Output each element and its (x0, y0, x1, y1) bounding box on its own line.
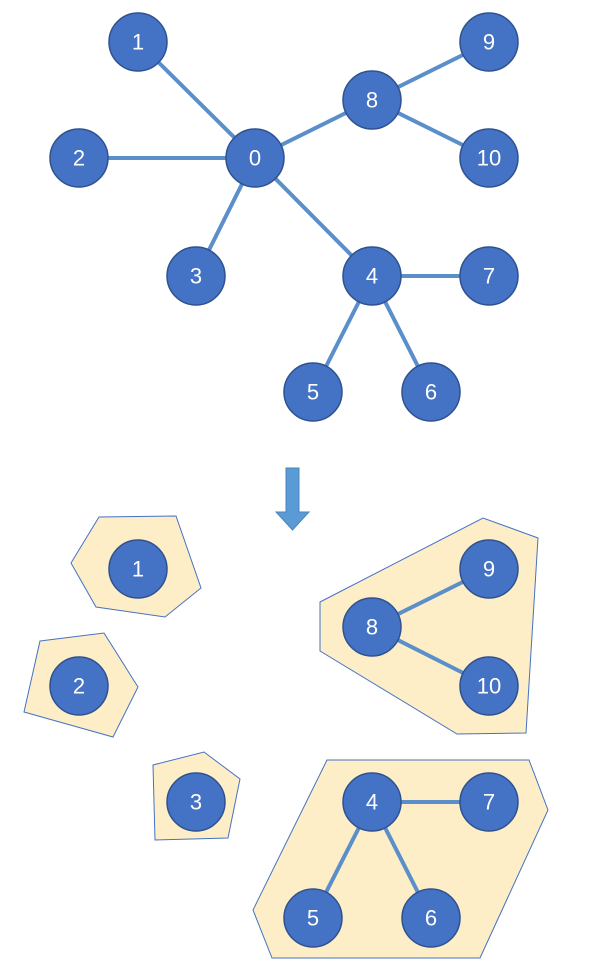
node-2: 2 (49, 656, 109, 716)
cluster-8-9-10: 8 9 10 (319, 517, 539, 735)
node-5: 5 (283, 362, 343, 422)
node-label: 9 (483, 30, 495, 55)
node-7: 7 (459, 772, 519, 832)
node-6: 6 (401, 362, 461, 422)
node-label: 9 (483, 557, 495, 582)
top-graph: 0 1 2 3 4 5 6 7 8 9 10 (49, 12, 519, 422)
node-label: 6 (425, 380, 437, 405)
node-label: 3 (190, 790, 202, 815)
node-label: 7 (483, 264, 495, 289)
node-label: 3 (190, 264, 202, 289)
node-4: 4 (342, 246, 402, 306)
node-label: 8 (366, 88, 378, 113)
node-0: 0 (225, 128, 285, 188)
node-label: 10 (477, 146, 501, 171)
node-label: 6 (425, 906, 437, 931)
node-label: 2 (73, 674, 85, 699)
node-9: 9 (459, 12, 519, 72)
bottom-clusters: 1 2 3 8 9 10 4 7 5 (23, 515, 549, 959)
node-label: 1 (132, 557, 144, 582)
node-label: 5 (307, 380, 319, 405)
top-nodes: 0 1 2 3 4 5 6 7 8 9 10 (49, 12, 519, 422)
node-label: 4 (366, 264, 378, 289)
node-label: 5 (307, 906, 319, 931)
node-4: 4 (342, 772, 402, 832)
node-8: 8 (342, 70, 402, 130)
cluster-1: 1 (70, 515, 202, 618)
node-label: 2 (73, 146, 85, 171)
node-label: 8 (366, 615, 378, 640)
node-3: 3 (166, 246, 226, 306)
node-1: 1 (108, 12, 168, 72)
cluster-4-5-6-7: 4 7 5 6 (252, 759, 549, 959)
node-10: 10 (459, 656, 519, 716)
node-3: 3 (166, 772, 226, 832)
node-label: 4 (366, 790, 378, 815)
cluster-3: 3 (152, 751, 241, 841)
node-6: 6 (401, 888, 461, 948)
node-5: 5 (283, 888, 343, 948)
node-label: 10 (477, 674, 501, 699)
node-label: 0 (249, 146, 261, 171)
top-edges (77, 40, 491, 394)
node-7: 7 (459, 246, 519, 306)
node-10: 10 (459, 128, 519, 188)
node-label: 7 (483, 790, 495, 815)
node-9: 9 (459, 539, 519, 599)
node-1: 1 (108, 539, 168, 599)
node-8: 8 (342, 597, 402, 657)
cluster-2: 2 (23, 632, 139, 738)
node-2: 2 (49, 128, 109, 188)
arrow-down-icon (274, 467, 311, 531)
node-label: 1 (132, 30, 144, 55)
